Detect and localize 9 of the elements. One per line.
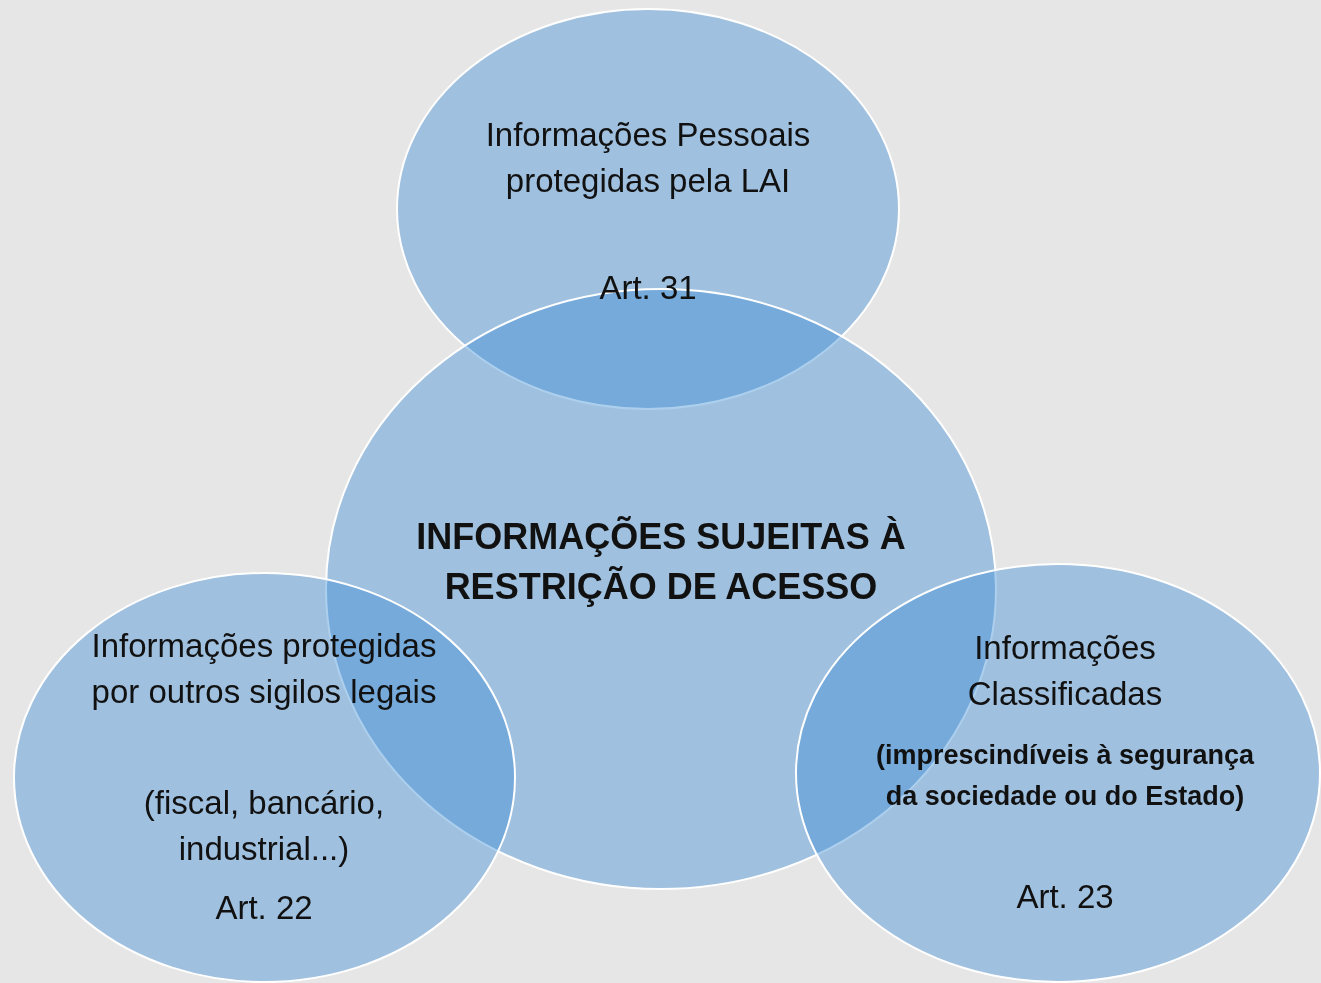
- circle-note: (fiscal, bancário, industrial...): [142, 783, 386, 869]
- article-reference: Art. 22: [214, 888, 314, 928]
- article-reference: Art. 23: [1015, 877, 1115, 917]
- circle-label: Informações Classificadas: [966, 628, 1164, 714]
- circle-note: (imprescindíveis à segurança da sociedade ou do Estado): [874, 739, 1256, 813]
- article-reference: Art. 31: [598, 268, 698, 308]
- circle-label: Informações protegidas por outros sigilos legais: [90, 626, 438, 712]
- circle-label: Informações Pessoais protegidas pela LAI: [484, 115, 812, 201]
- circle-title: INFORMAÇÕES SUJEITAS À RESTRIÇÃO DE ACESSO: [415, 515, 907, 609]
